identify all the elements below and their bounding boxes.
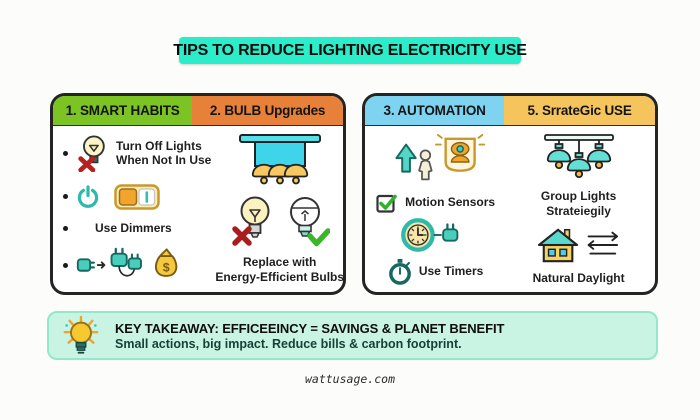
house-daylight-icon <box>537 228 618 262</box>
bullet-dot <box>63 194 68 200</box>
glow-bulb-icon <box>62 315 100 357</box>
replace-bulbs-caption: Replace with Energy-Efficient Bulbs <box>215 255 345 285</box>
bullet-dot <box>63 263 68 269</box>
header-strategic-use: 5. SrrateGic USE <box>504 96 655 125</box>
left-panel-header: 1. SMART HABITS 2. BULB Upgrades <box>53 96 343 126</box>
group-lights-caption-line2: Strateiegily <box>546 203 611 218</box>
right-panel-header: 3. AUTOMATION 5. SrrateGic USE <box>365 96 655 126</box>
checkbox-check-icon <box>376 194 397 213</box>
money-bag-symbol: $ <box>163 261 170 275</box>
plug-money-icon: $ <box>76 247 178 277</box>
strategic-use-column: Group Lights Strateiegily Natural Dayli <box>504 126 655 292</box>
item-unplug-save: $ <box>61 247 211 285</box>
turn-off-lights-label-line2: When Not In Use <box>116 153 212 167</box>
replace-bulbs-caption-line2: Energy-Efficient Bulbs <box>215 270 345 284</box>
power-icon <box>77 184 99 208</box>
timer-plug-icon <box>400 218 458 253</box>
smart-habits-column: Turn Off Lights When Not In Use <box>53 126 213 292</box>
bullet-dot <box>63 225 68 231</box>
motion-sensors-label: Motion Sensors <box>405 195 496 210</box>
replace-bulbs-caption-line1: Replace with <box>243 255 317 269</box>
incandescent-bulb-x-icon <box>231 196 270 246</box>
automation-column: Motion Sensors <box>365 126 504 292</box>
toggle-switch-icon <box>114 183 160 210</box>
header-automation: 3. AUTOMATION <box>365 96 505 125</box>
motion-sensor-icon <box>395 133 485 181</box>
panel-automation-strategic-use: 3. AUTOMATION 5. SrrateGic USE <box>362 93 658 295</box>
takeaway-subtitle: Small actions, big impact. Reduce bills … <box>115 336 462 351</box>
use-timers-label: Use Timers <box>418 264 484 279</box>
pendant-lights-teal-icon <box>543 134 614 179</box>
item-turn-off-lights: Turn Off Lights When Not In Use <box>61 134 211 172</box>
bulb-comparison <box>230 195 330 247</box>
bulb-off-icon <box>78 135 105 172</box>
group-lights-caption-line1: Group Lights <box>540 188 617 203</box>
pendant-lights-cyan-icon <box>238 134 321 185</box>
item-use-timers: Use Timers <box>388 258 483 285</box>
header-smart-habits: 1. SMART HABITS <box>53 96 193 125</box>
group-lights-caption: Group Lights Strateiegily <box>541 189 616 219</box>
turn-off-lights-label-line1: Turn Off Lights <box>116 138 202 153</box>
item-use-dimmers: Use Dimmers <box>61 221 211 235</box>
bulb-upgrades-column: Replace with Energy-Efficient Bulbs <box>213 126 345 292</box>
item-motion-sensors: Motion Sensors <box>376 193 495 213</box>
key-takeaway-banner: KEY TAKEAWAY: EFFICEEINCY = SAVINGS & PL… <box>47 311 658 360</box>
takeaway-title: KEY TAKEAWAY: EFFICEEINCY = SAVINGS & PL… <box>115 320 505 336</box>
page-title: TIPS TO REDUCE LIGHTING ELECTRICITY USE <box>173 41 527 59</box>
swap-arrows-icon <box>587 231 618 255</box>
page-title-banner: TIPS TO REDUCE LIGHTING ELECTRICITY USE <box>173 37 527 64</box>
led-bulb-check-icon <box>289 197 330 247</box>
stopwatch-icon <box>388 258 411 285</box>
item-switch-off <box>61 183 211 210</box>
natural-daylight-label: Natural Daylight <box>532 270 625 285</box>
panel-smart-habits-bulb-upgrades: 1. SMART HABITS 2. BULB Upgrades Turn Of… <box>50 93 346 295</box>
footer-website: wattusage.com <box>304 372 395 386</box>
use-dimmers-label: Use Dimmers <box>95 221 172 236</box>
bullet-dot <box>63 150 68 156</box>
header-bulb-upgrades: 2. BULB Upgrades <box>192 96 343 125</box>
